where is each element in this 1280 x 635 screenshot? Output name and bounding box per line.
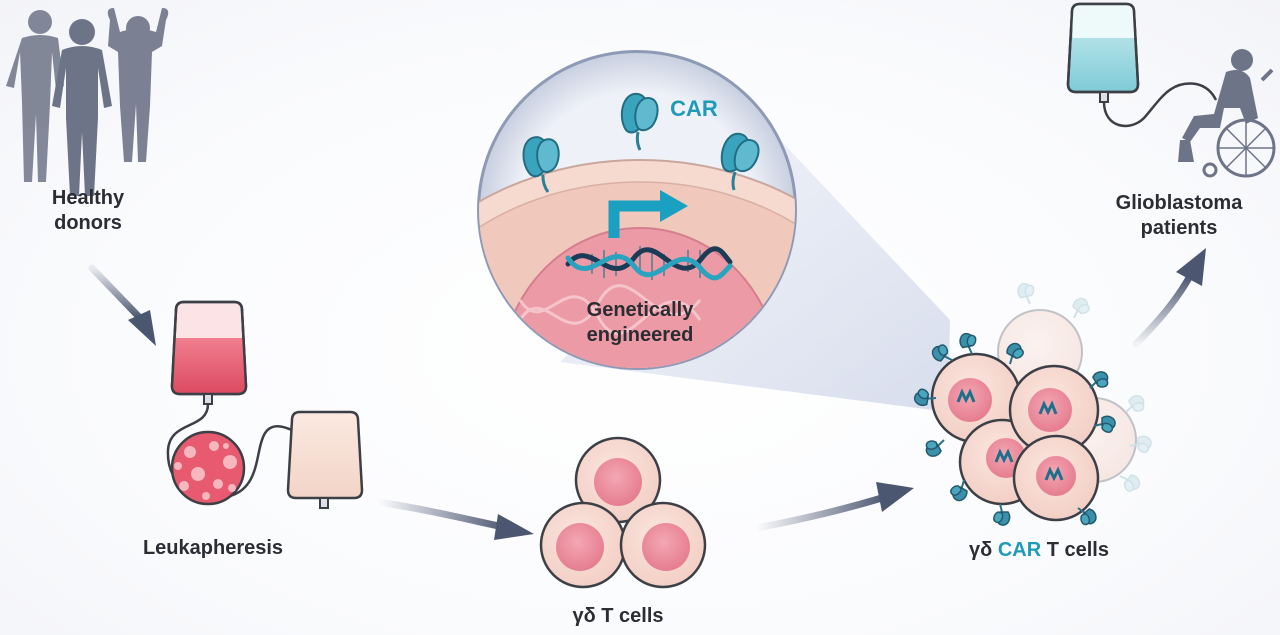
zoom-bubble — [477, 50, 797, 370]
label-healthy-donors: Healthy donors — [51, 187, 125, 234]
healthy-donors-icon — [6, 8, 169, 196]
iv-bag-icon — [1066, 2, 1218, 128]
label-gd-t-cells: γδ T cells — [572, 605, 664, 627]
dna-helix-icon — [565, 246, 733, 281]
blood-bag-icon — [170, 300, 248, 405]
label-leukapheresis: Leukapheresis — [142, 537, 284, 559]
plasma-bag-icon — [286, 410, 364, 509]
arrow-cart-to-patients — [1132, 248, 1206, 348]
car-t-cells-icon — [912, 281, 1153, 530]
label-glioblastoma-patients: Glioblastoma patients — [1115, 192, 1243, 239]
transcription-arrow-icon — [608, 200, 664, 238]
arrow-tcells-to-cart — [752, 482, 914, 532]
label-car: CAR — [670, 96, 718, 121]
arrow-donors-to-leukapheresis — [88, 264, 156, 346]
blood-cells-circle-icon — [170, 430, 246, 506]
label-gd-car-t-cells: γδ CAR T cells — [969, 539, 1109, 561]
gd-t-cells-icon — [539, 436, 707, 589]
patient-wheelchair-icon — [1178, 49, 1276, 178]
label-genetically-engineered: Genetically engineered — [586, 299, 694, 346]
arrow-leuk-to-tcells — [374, 498, 534, 540]
leukapheresis-apparatus — [166, 300, 364, 509]
